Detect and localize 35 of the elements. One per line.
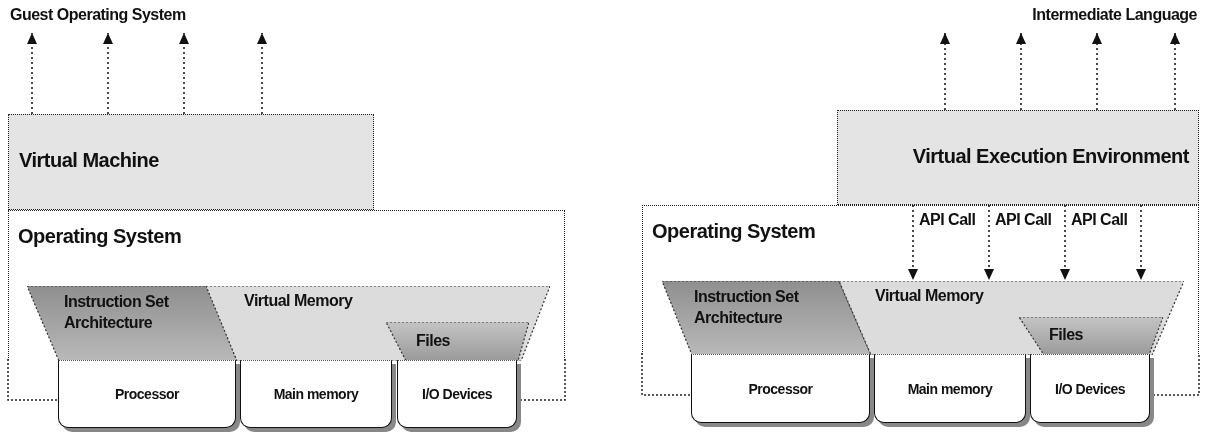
layer-label: Operating System [18, 225, 182, 248]
layer-caption: Intermediate Language [990, 6, 1197, 33]
layer-label: Instruction Set Architecture [694, 287, 800, 328]
arrow [1016, 32, 1026, 111]
api-call-label: API Call [1071, 211, 1128, 229]
arrow [984, 204, 994, 281]
layer-label: Virtual Execution Environment [912, 145, 1189, 168]
layer-trapezoid [839, 281, 1184, 355]
arrow [1170, 32, 1180, 111]
layer-box [642, 205, 1199, 354]
layer-label: Operating System [652, 220, 816, 243]
layer-box [837, 110, 1199, 205]
layer-label: Files [1049, 326, 1083, 344]
layer-label: Files [416, 332, 450, 350]
layer-trapezoid [206, 286, 550, 361]
layer-box [8, 210, 565, 360]
layer-trapezoid [1019, 317, 1163, 355]
arrow [908, 204, 918, 281]
layer-label: Virtual Machine [19, 149, 159, 172]
arrow [1136, 204, 1146, 281]
arrow [940, 32, 950, 111]
layer-box [8, 114, 374, 210]
api-call-label: API Call [995, 211, 1052, 229]
arrow [1060, 204, 1070, 281]
layer-caption: Guest Operating System [10, 6, 240, 33]
api-call-label: API Call [919, 211, 976, 229]
layer-label: Virtual Memory [244, 292, 353, 310]
arrow [27, 32, 37, 115]
arrow [257, 32, 267, 115]
layer-trapezoid [386, 322, 529, 361]
arrow [179, 32, 189, 115]
arrow [1092, 32, 1102, 111]
layer-label: Instruction Set Architecture [64, 292, 170, 333]
arrow [103, 32, 113, 115]
layer-label: Virtual Memory [875, 287, 984, 305]
